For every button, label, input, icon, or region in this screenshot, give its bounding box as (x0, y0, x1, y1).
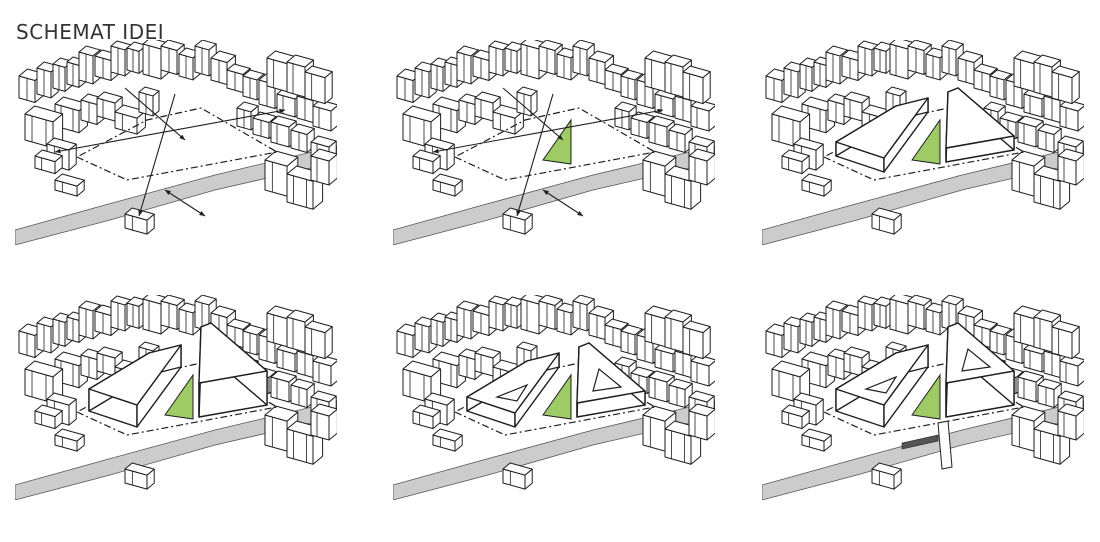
right-building (198, 322, 268, 418)
scheme-panel-4 (15, 295, 337, 500)
footbridge (937, 420, 953, 470)
lower-right-building (1057, 148, 1084, 186)
circulation-arrow (502, 87, 564, 141)
city-block (1059, 99, 1084, 132)
panel-content (762, 40, 1084, 245)
left-courtyard (863, 375, 898, 394)
scheme-panel-5 (393, 295, 715, 500)
lower-right-building (1057, 403, 1084, 441)
city-block (516, 86, 538, 117)
scheme-panel-6 (762, 295, 1084, 500)
diagram-title: SCHEMAT IDEI (16, 20, 165, 44)
left-building (835, 344, 929, 428)
pavilion (781, 404, 810, 430)
site-boundary (75, 107, 279, 181)
lower-right-building (688, 148, 715, 186)
lower-left-building (124, 207, 155, 235)
city-block (1051, 320, 1080, 360)
city-block (690, 354, 715, 387)
pavilion (412, 404, 441, 430)
bridge-stairs (901, 434, 939, 450)
right-courtyard (961, 347, 992, 372)
green-ground-triangle (164, 373, 194, 420)
road (762, 145, 1084, 245)
green-ground-triangle (911, 373, 941, 420)
city-block (312, 354, 337, 387)
circulation-arrow (54, 108, 286, 154)
pavilion (801, 428, 832, 452)
lower-right-building (286, 420, 324, 465)
city-block (304, 65, 333, 105)
pavilion (54, 428, 85, 452)
road (393, 145, 715, 245)
city-block (1051, 65, 1080, 105)
lower-right-building (664, 420, 702, 465)
lower-right-building (642, 405, 677, 452)
green-ground-triangle (542, 118, 572, 165)
road (15, 145, 337, 245)
pavilion (781, 149, 810, 175)
lower-right-building (310, 148, 337, 186)
left-courtyard (494, 383, 529, 402)
lower-left-building (124, 462, 155, 490)
scheme-panel-2 (393, 40, 715, 245)
pavilion (54, 173, 85, 197)
lower-right-building (1011, 150, 1046, 197)
pavilion (412, 149, 441, 175)
city-block (114, 104, 146, 135)
road (15, 400, 337, 500)
scheme-panel-1 (15, 40, 337, 245)
panel-content (15, 295, 337, 500)
panel-content (393, 40, 715, 245)
pavilion (432, 173, 463, 197)
circulation-arrow (164, 189, 206, 217)
lower-left-building (871, 462, 902, 490)
panel-content (393, 295, 715, 500)
green-ground-triangle (911, 118, 941, 165)
city-block (1059, 354, 1084, 387)
left-building (88, 344, 182, 428)
city-block (771, 105, 811, 149)
pavilion (34, 149, 63, 175)
circulation-arrow (432, 108, 664, 154)
city-block (873, 296, 894, 329)
circulation-arrow (542, 189, 584, 217)
lower-left-building (871, 207, 902, 235)
circulation-arrow (138, 93, 176, 217)
left-building (466, 352, 560, 428)
city-block (304, 320, 333, 360)
left-building (835, 97, 929, 173)
circulation-arrow (516, 93, 554, 217)
pavilion (801, 173, 832, 197)
right-building (945, 87, 1015, 163)
circulation-arrow (124, 87, 186, 141)
city-block (1017, 115, 1044, 148)
right-courtyard (592, 367, 623, 392)
site-boundary (453, 107, 657, 181)
city-block (1037, 123, 1062, 153)
city-block (682, 320, 711, 360)
road (762, 400, 1084, 500)
lower-right-building (310, 403, 337, 441)
road (393, 400, 715, 500)
city-block (504, 296, 525, 329)
pavilion (432, 428, 463, 452)
pavilion (34, 404, 63, 430)
panel-content (762, 295, 1084, 500)
green-ground-triangle (542, 373, 572, 420)
city-block (682, 65, 711, 105)
city-block (492, 104, 524, 135)
city-block (690, 99, 715, 132)
city-block (312, 99, 337, 132)
city-block (771, 360, 811, 404)
city-block (138, 86, 160, 117)
panel-content (15, 40, 337, 245)
scheme-panel-3 (762, 40, 1084, 245)
lower-right-building (688, 403, 715, 441)
lower-left-building (502, 462, 533, 490)
city-block (210, 50, 236, 85)
city-block (1037, 378, 1062, 408)
